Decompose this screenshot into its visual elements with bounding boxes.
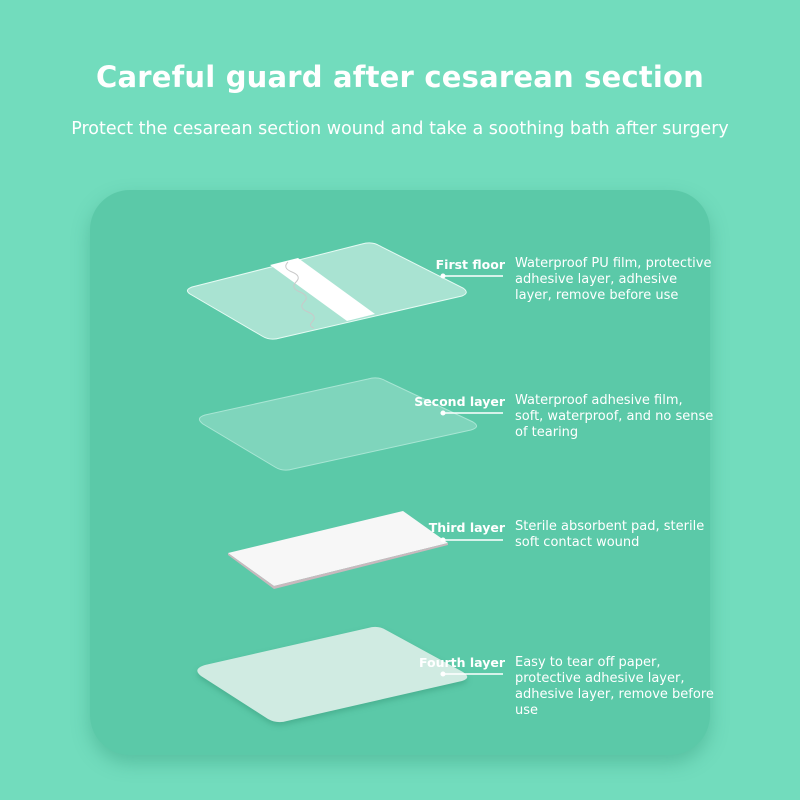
layer-label-4: Fourth layer	[418, 655, 505, 670]
leader-dot-1	[440, 273, 446, 279]
fourth-layer-sheet	[197, 626, 468, 723]
layer-description-3: Sterile absorbent pad, sterile soft cont…	[515, 519, 705, 550]
layer-label-1: First floor	[435, 257, 505, 272]
second-layer-sheet	[199, 377, 477, 471]
page-title: Careful guard after cesarean section	[95, 60, 705, 94]
page-subtitle: Protect the cesarean section wound and t…	[71, 119, 729, 139]
wound-line-icon	[285, 261, 315, 329]
leader-dot-4	[440, 671, 446, 677]
layer-label-2: Second layer	[414, 394, 505, 409]
third-layer-sheet	[228, 511, 448, 589]
layer-description-1: Waterproof PU film, protective adhesive …	[515, 256, 712, 303]
layer-description-2: Waterproof adhesive film, soft, waterpro…	[515, 393, 714, 440]
layer-description-4: Easy to tear off paper, protective adhes…	[515, 655, 714, 718]
first-layer-sheet	[186, 242, 467, 340]
leader-dot-3	[440, 537, 446, 543]
layer-label-3: Third layer	[428, 520, 505, 535]
leader-dot-2	[440, 410, 446, 416]
